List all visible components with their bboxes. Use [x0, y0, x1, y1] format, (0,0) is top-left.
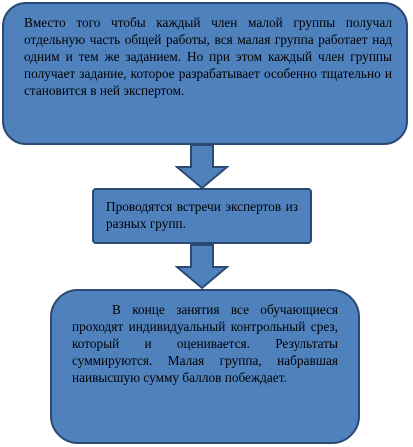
step-box-expert-meetings: Проводятся встречи экспертов из разных г… — [92, 188, 312, 244]
step-box-final-assessment: В конце занятия все обучающиеся проходят… — [50, 289, 360, 444]
step-text: Вместо того чтобы каждый член малой груп… — [24, 15, 392, 98]
down-arrow-icon — [175, 143, 229, 191]
down-arrow-icon — [175, 243, 229, 291]
step-text: В конце занятия все обучающиеся проходят… — [72, 302, 338, 385]
step-text: Проводятся встречи экспертов из разных г… — [106, 199, 298, 231]
step-box-experts-assignment: Вместо того чтобы каждый член малой груп… — [2, 2, 408, 145]
